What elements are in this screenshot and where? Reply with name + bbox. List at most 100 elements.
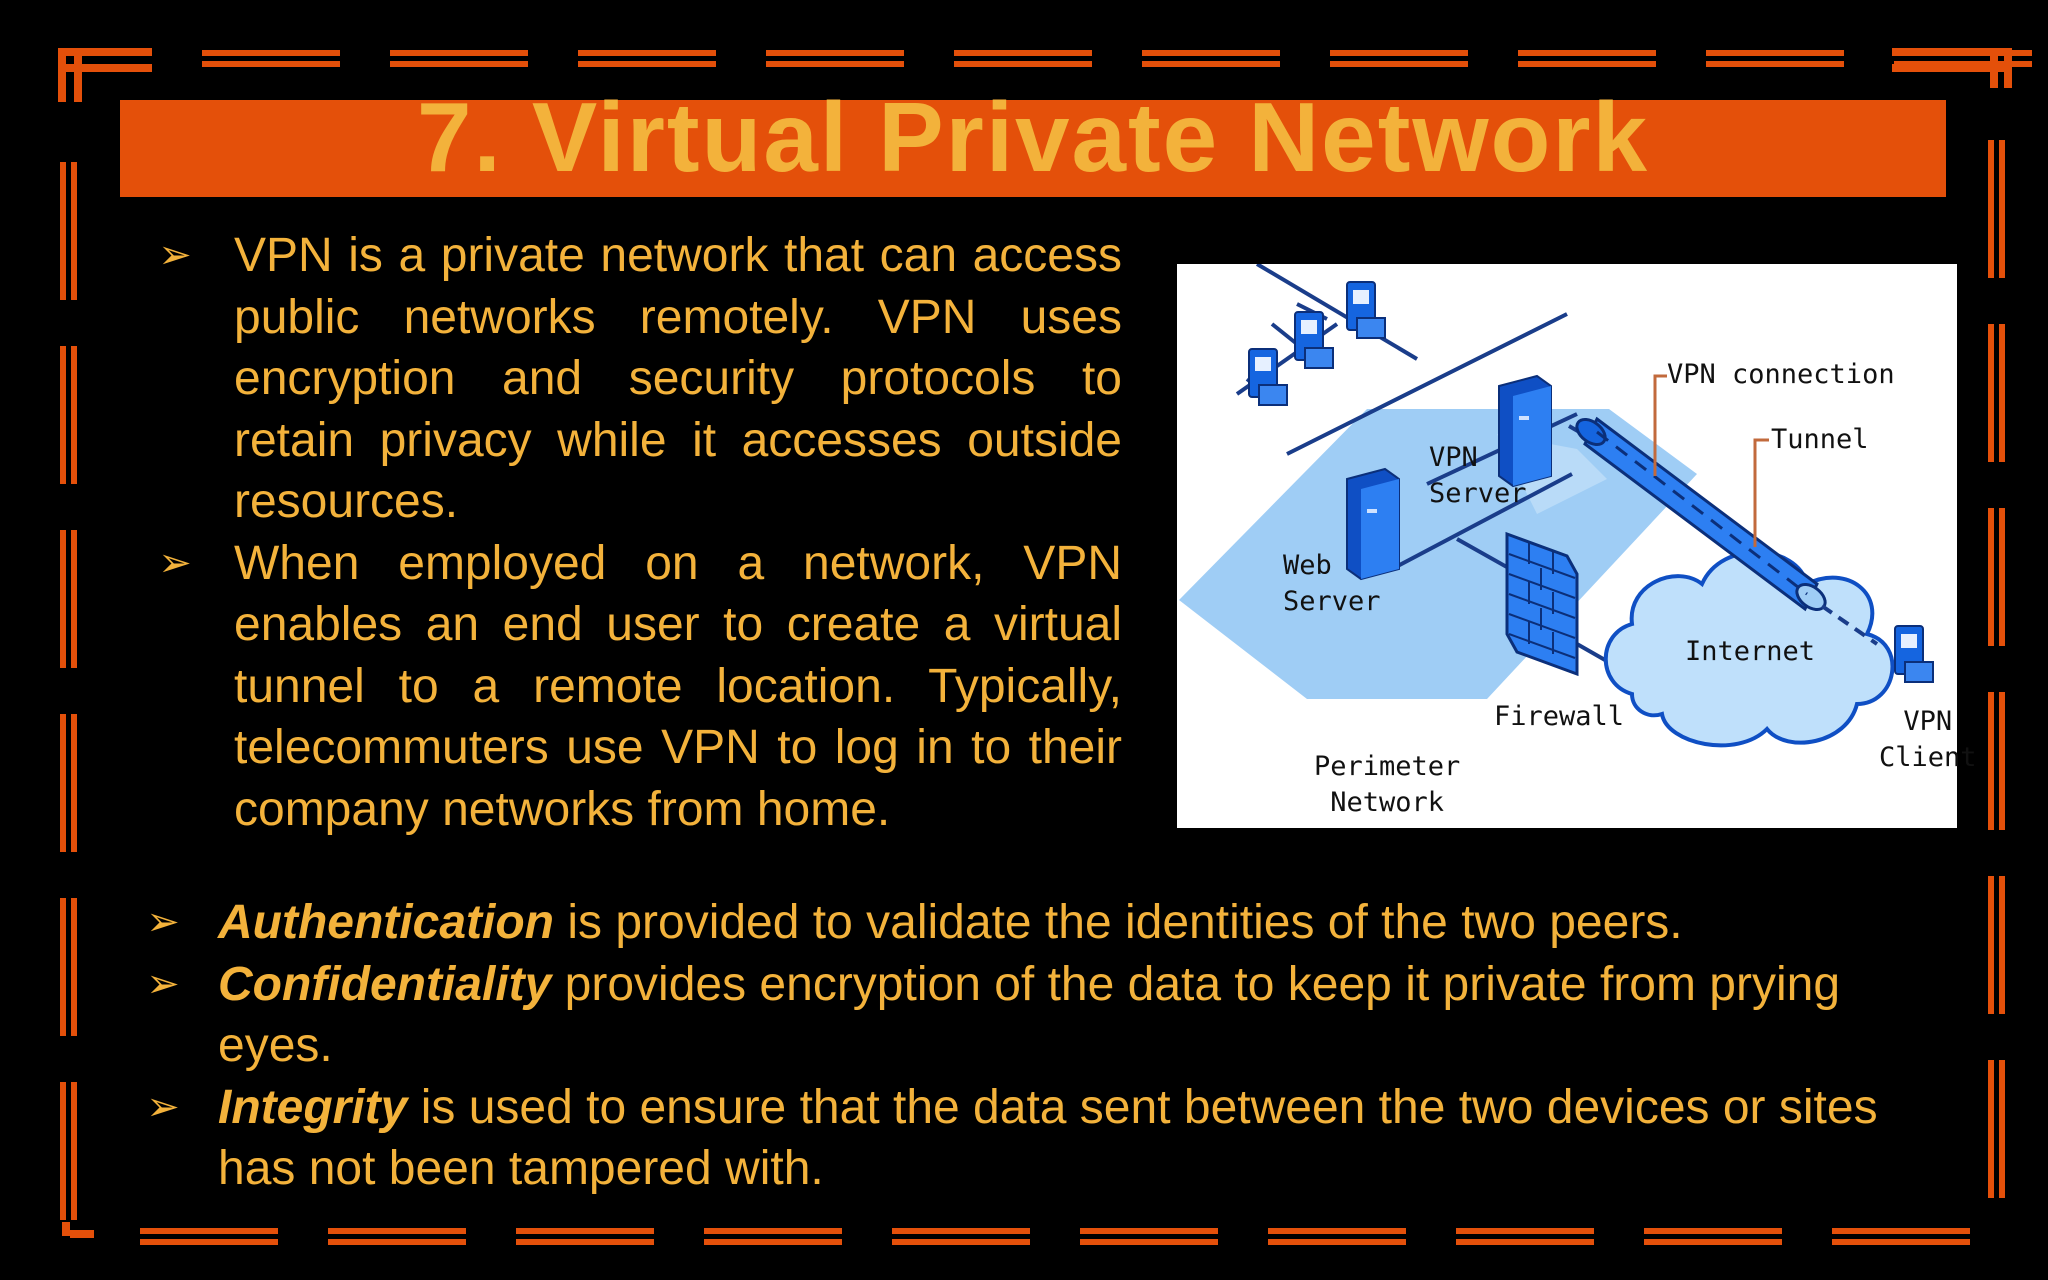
- frame-dash: [390, 61, 528, 67]
- frame-dash: [1832, 1228, 1970, 1234]
- arrow-bullet-icon: ➢: [146, 899, 180, 945]
- bullet-description: provides encryption of the data to keep …: [218, 957, 1841, 1073]
- slide-title: 7. Virtual Private Network: [416, 82, 1650, 192]
- workstation-icon: [1248, 348, 1288, 406]
- frame-dash: [1999, 140, 2005, 278]
- frame-dash: [954, 50, 1092, 56]
- bottom-bullet-list: ➢ Authentication is provided to validate…: [140, 892, 1950, 1200]
- frame-dash: [954, 61, 1092, 67]
- frame-dash: [1518, 50, 1656, 56]
- frame-dash: [1518, 61, 1656, 67]
- workstation-icon: [1346, 281, 1386, 339]
- frame-dash: [1706, 61, 1844, 67]
- frame-dash: [390, 50, 528, 56]
- frame-dash: [1456, 1228, 1594, 1234]
- tunnel-icon: [1568, 416, 1879, 646]
- arrow-bullet-icon: ➢: [146, 1083, 180, 1130]
- vpn-diagram: VPN connection Tunnel VPN Server Web Ser…: [1177, 264, 1977, 828]
- bullet-term: Confidentiality: [218, 957, 552, 1011]
- list-item: ➢ When employed on a network, VPN enable…: [152, 533, 1122, 841]
- firewall-label: Firewall: [1494, 701, 1625, 732]
- arrow-bullet-icon: ➢: [158, 232, 192, 278]
- arrow-bullet-icon: ➢: [158, 539, 192, 586]
- frame-dash: [328, 1228, 466, 1234]
- frame-dash: [140, 1239, 278, 1245]
- frame-dash: [71, 898, 77, 1036]
- frame-dash: [71, 530, 77, 668]
- frame-dash: [1999, 324, 2005, 462]
- frame-dash: [140, 1228, 278, 1234]
- workstation-icon: [1294, 311, 1334, 369]
- firewall-icon: [1505, 531, 1579, 677]
- bullet-description: is provided to validate the identities o…: [553, 896, 1683, 949]
- frame-dash: [60, 898, 66, 1036]
- frame-dash: [1330, 50, 1468, 56]
- frame-dash: [704, 1228, 842, 1234]
- frame-dash: [704, 1239, 842, 1245]
- frame-dash: [1988, 324, 1994, 462]
- bullet-description: is used to ensure that the data sent bet…: [218, 1080, 1878, 1196]
- tunnel-label: Tunnel: [1771, 424, 1869, 455]
- vpn-client-label: VPN Client: [1879, 706, 1977, 773]
- frame-dash: [578, 61, 716, 67]
- bullet-text: Integrity is used to ensure that the dat…: [218, 1077, 1950, 1200]
- frame-dash: [1999, 876, 2005, 1014]
- frame-dash: [71, 346, 77, 484]
- frame-dash: [1706, 50, 1844, 56]
- frame-dash: [1080, 1239, 1218, 1245]
- bullet-term: Integrity: [218, 1080, 408, 1134]
- frame-dash: [1988, 1060, 1994, 1198]
- frame-dash: [71, 1082, 77, 1220]
- list-item: ➢ Integrity is used to ensure that the d…: [140, 1077, 1950, 1200]
- frame-dash: [1988, 876, 1994, 1014]
- internet-label: Internet: [1685, 636, 1816, 667]
- vpn-server-label: VPN Server: [1429, 442, 1527, 509]
- title-bar: [120, 100, 1946, 197]
- web-server-label: Web Server: [1283, 550, 1381, 617]
- frame-dash: [1894, 50, 2032, 56]
- frame-dash: [1268, 1239, 1406, 1245]
- frame-dash: [892, 1228, 1030, 1234]
- frame-dash: [60, 346, 66, 484]
- frame-dash: [1832, 1239, 1970, 1245]
- list-item: ➢ Confidentiality provides encryption of…: [140, 954, 1950, 1077]
- frame-dash: [1644, 1239, 1782, 1245]
- bullet-text: Confidentiality provides encryption of t…: [218, 954, 1950, 1077]
- frame-dash: [1080, 1228, 1218, 1234]
- frame-dash: [71, 162, 77, 300]
- bullet-text: When employed on a network, VPN enables …: [234, 536, 1122, 836]
- frame-dash: [1988, 692, 1994, 830]
- server-icon: [1346, 467, 1400, 581]
- frame-dash: [60, 1082, 66, 1220]
- bullet-term: Authentication: [218, 896, 554, 949]
- frame-dash: [516, 1228, 654, 1234]
- frame-dash: [202, 61, 340, 67]
- frame-dash: [60, 530, 66, 668]
- bullet-text: Authentication is provided to validate t…: [218, 892, 1950, 954]
- frame-dash: [1999, 692, 2005, 830]
- frame-dash: [1894, 61, 2032, 67]
- frame-dash: [1456, 1239, 1594, 1245]
- frame-dash: [766, 50, 904, 56]
- frame-dash: [1268, 1228, 1406, 1234]
- vpn-diagram-graphic: [1179, 264, 1934, 748]
- frame-dash: [766, 61, 904, 67]
- frame-dash: [1330, 61, 1468, 67]
- frame-dash: [1988, 140, 1994, 278]
- arrow-bullet-icon: ➢: [146, 960, 180, 1007]
- frame-dash: [71, 714, 77, 852]
- top-bullet-list: ➢ VPN is a private network that can acce…: [152, 225, 1122, 840]
- frame-dash: [60, 162, 66, 300]
- frame-dash: [1999, 1060, 2005, 1198]
- perimeter-network-label: Perimeter Network: [1314, 751, 1461, 818]
- list-item: ➢ Authentication is provided to validate…: [140, 892, 1950, 954]
- frame-dash: [578, 50, 716, 56]
- workstation-icon: [1894, 625, 1934, 683]
- bullet-text: VPN is a private network that can access…: [234, 229, 1122, 528]
- frame-dash: [1988, 508, 1994, 646]
- list-item: ➢ VPN is a private network that can acce…: [152, 225, 1122, 533]
- frame-dash: [202, 50, 340, 56]
- frame-dash: [328, 1239, 466, 1245]
